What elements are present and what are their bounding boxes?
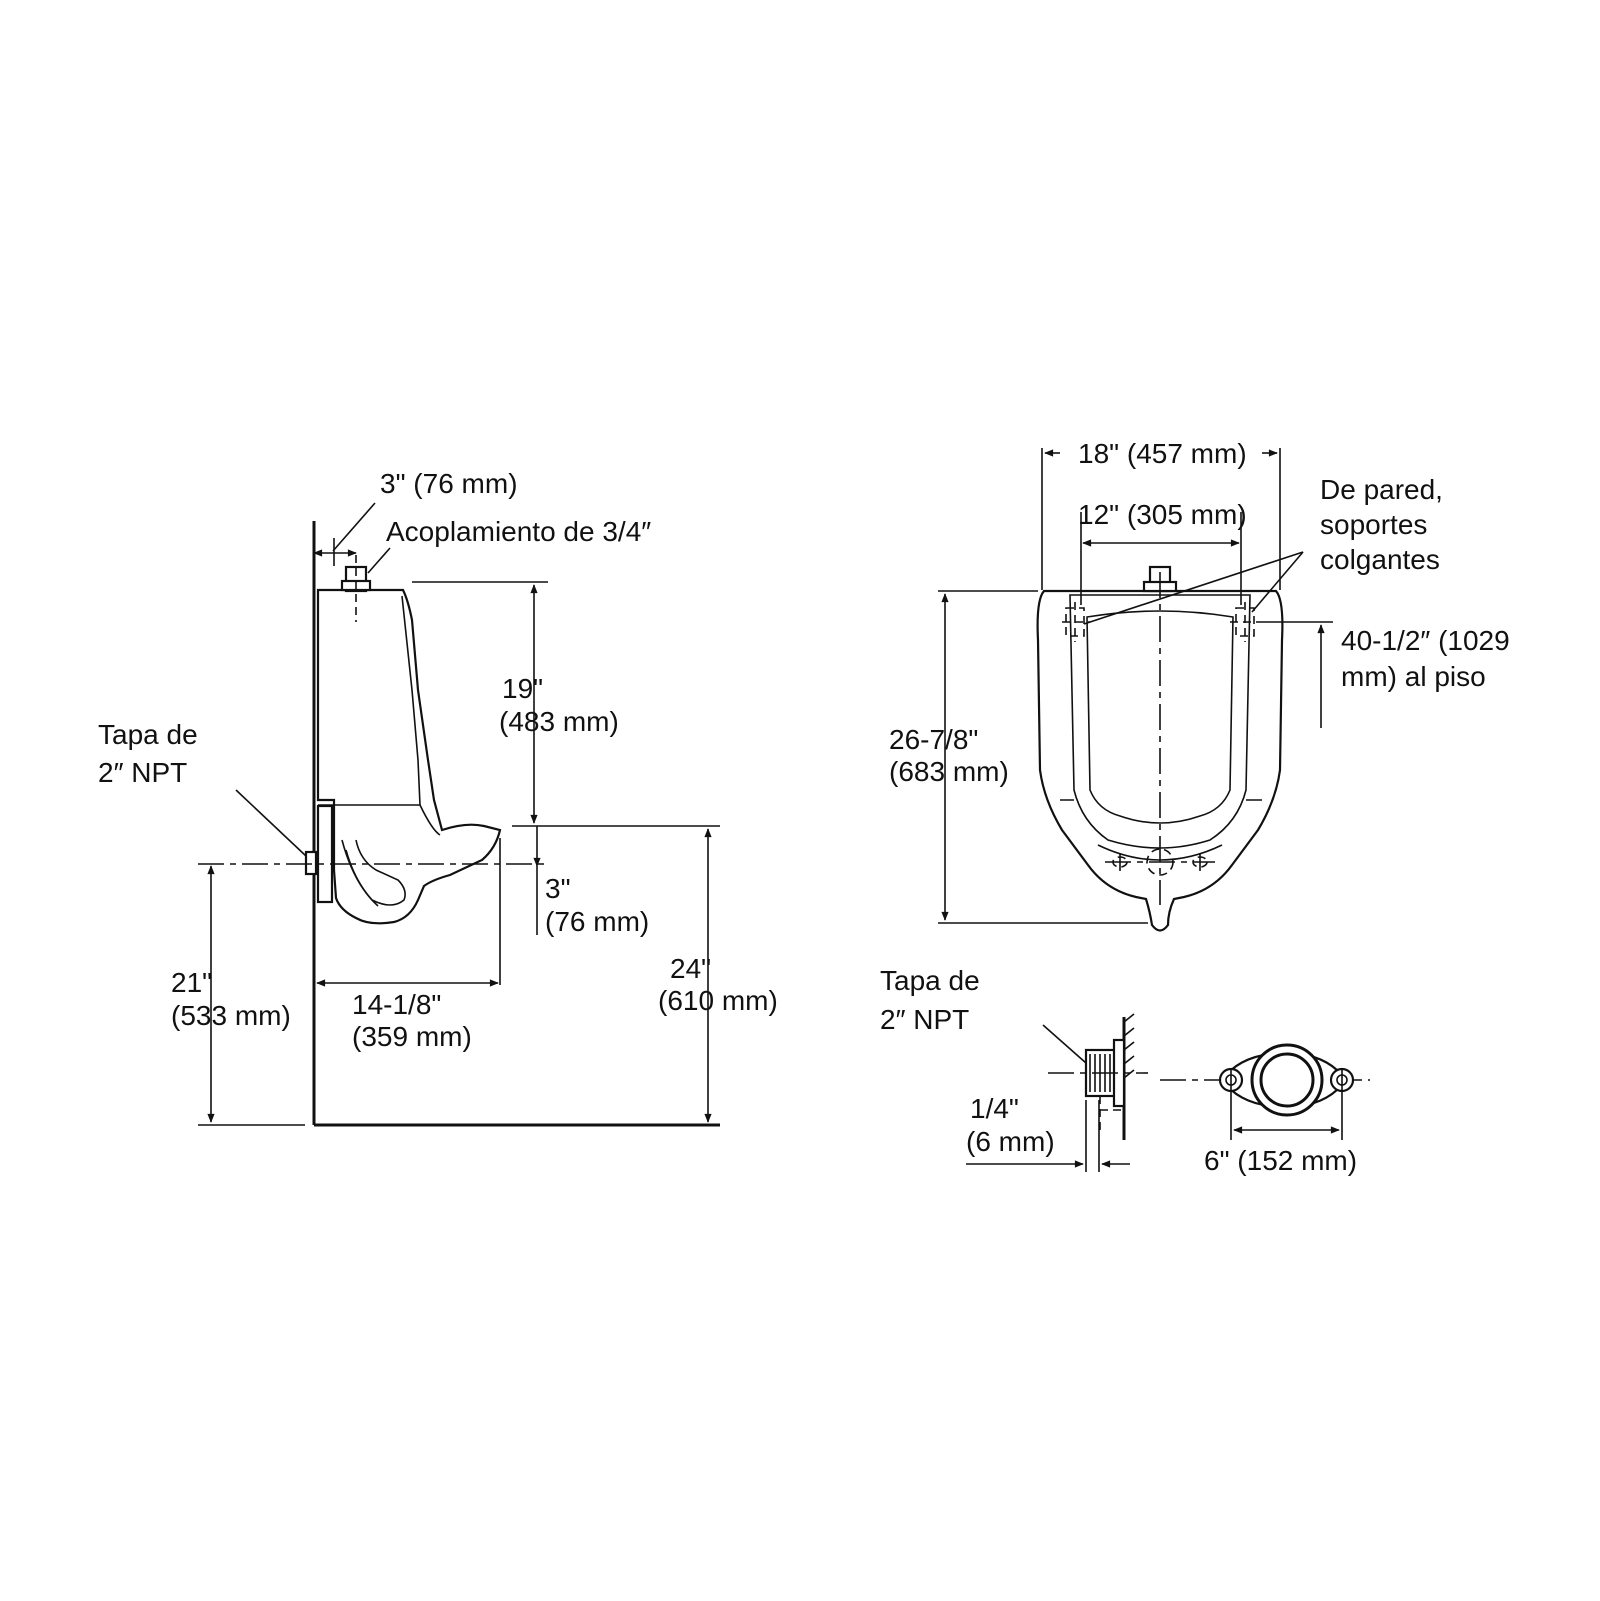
side-urinal-body <box>316 588 502 925</box>
coupling-leader <box>367 547 391 574</box>
detail-cap-section: Tapa de 2″ NPT 1/4" (6 mm) <box>880 965 1148 1172</box>
front-hanger-right <box>1230 602 1262 642</box>
label-26-mm: (683 mm) <box>889 756 1009 787</box>
front-view: 18" (457 mm) 12" (305 mm) De pared, sopo… <box>889 438 1510 932</box>
label-19-mm: (483 mm) <box>499 706 619 737</box>
side-trap-inner <box>345 849 379 907</box>
label-width-12: 12" (305 mm) <box>1078 499 1247 530</box>
side-cap-leader <box>235 789 307 857</box>
label-hangers-2: soportes <box>1320 509 1427 540</box>
label-gap-mm: (6 mm) <box>966 1126 1055 1157</box>
label-spacing: 6" (152 mm) <box>1204 1145 1357 1176</box>
label-side-cap-1: Tapa de <box>98 719 198 750</box>
label-24-in: 24" <box>670 953 711 984</box>
label-21-in: 21" <box>171 967 212 998</box>
label-side-cap-2: 2″ NPT <box>98 757 187 788</box>
detail-outlet-bore <box>1259 1052 1315 1108</box>
label-21-mm: (533 mm) <box>171 1000 291 1031</box>
front-bowl-outer <box>1069 594 1251 849</box>
detail-wall-hatch <box>1123 1013 1135 1079</box>
label-width-18: 18" (457 mm) <box>1078 438 1247 469</box>
detail-pipe-hidden <box>1099 1096 1125 1140</box>
label-supply-offset: 3" (76 mm) <box>380 468 518 499</box>
label-40-line2: mm) al piso <box>1341 661 1486 692</box>
label-19-in: 19" <box>502 673 543 704</box>
label-coupling: Acoplamiento de 3/4″ <box>386 516 651 547</box>
side-bowl-shade <box>401 595 421 806</box>
label-hangers-1: De pared, <box>1320 474 1443 505</box>
label-24-mm: (610 mm) <box>658 985 778 1016</box>
label-depth-mm: (359 mm) <box>352 1021 472 1052</box>
detail-outlet-plan: 6" (152 mm) <box>1160 1043 1370 1176</box>
hanger-leader-right <box>1251 551 1304 613</box>
side-outlet-flange <box>316 804 334 904</box>
label-40-line1: 40-1/2″ (1029 <box>1341 625 1510 656</box>
detail-cap-leader <box>1042 1024 1087 1064</box>
label-drop-3-in: 3" <box>545 873 571 904</box>
label-drop-3-mm: (76 mm) <box>545 906 649 937</box>
label-gap-in: 1/4" <box>970 1093 1019 1124</box>
side-outlet-cap <box>304 850 318 876</box>
label-hangers-3: colgantes <box>1320 544 1440 575</box>
front-hanger-left <box>1062 602 1090 642</box>
supply-offset-leader <box>332 502 376 552</box>
side-bowl-rim <box>318 804 441 836</box>
side-view: 3" (76 mm) Acoplamiento de 3/4″ 19" (483… <box>98 468 778 1127</box>
hanger-leader-left <box>1083 551 1304 625</box>
label-detail-cap-1: Tapa de <box>880 965 980 996</box>
label-detail-cap-2: 2″ NPT <box>880 1004 969 1035</box>
front-bottom-holes <box>1105 848 1215 876</box>
front-bowl-inner <box>1086 610 1234 824</box>
label-26-in: 26-7/8" <box>889 724 978 755</box>
label-depth-in: 14-1/8" <box>352 989 441 1020</box>
